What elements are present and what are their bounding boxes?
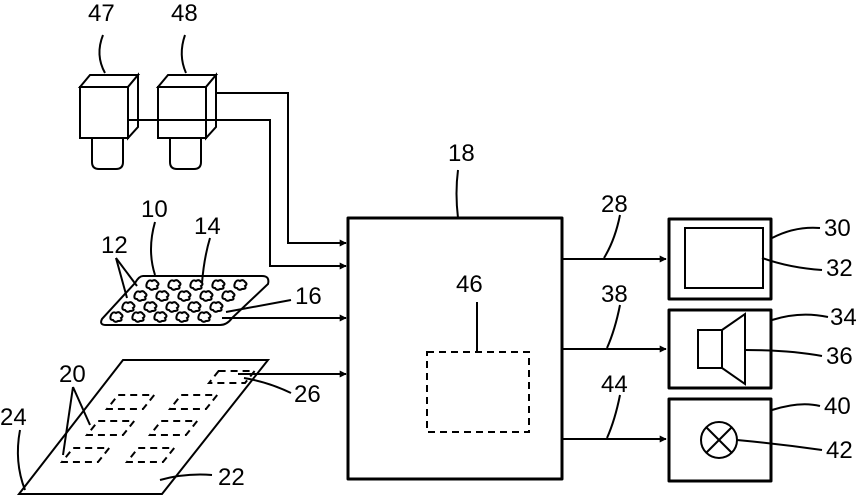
- processor-18: [348, 218, 562, 479]
- label-47: 47: [88, 0, 115, 27]
- display-30: [669, 219, 771, 299]
- label-30: 30: [824, 215, 851, 242]
- label-10: 10: [141, 196, 168, 223]
- camera-48: [158, 75, 216, 169]
- speaker-34: [669, 310, 771, 388]
- camera-47: [80, 75, 138, 169]
- lamp-40: [669, 399, 771, 481]
- label-18: 18: [448, 140, 475, 167]
- label-44: 44: [601, 371, 628, 398]
- label-14: 14: [194, 213, 221, 240]
- label-42: 42: [826, 437, 853, 464]
- label-24: 24: [0, 404, 27, 431]
- label-48: 48: [171, 0, 198, 27]
- label-32: 32: [826, 255, 853, 282]
- label-34: 34: [830, 304, 857, 331]
- camera-line-upper: [216, 93, 346, 243]
- label-40: 40: [824, 393, 851, 420]
- lead-18: [457, 170, 459, 218]
- label-28: 28: [601, 191, 628, 218]
- label-12: 12: [101, 232, 128, 259]
- label-16: 16: [295, 283, 322, 310]
- camera-line-lower: [128, 120, 346, 266]
- label-36: 36: [826, 343, 853, 370]
- label-26: 26: [294, 381, 321, 408]
- label-22: 22: [218, 464, 245, 491]
- label-20: 20: [59, 361, 86, 388]
- module-46: [427, 352, 529, 432]
- label-38: 38: [601, 281, 628, 308]
- label-46: 46: [456, 271, 483, 298]
